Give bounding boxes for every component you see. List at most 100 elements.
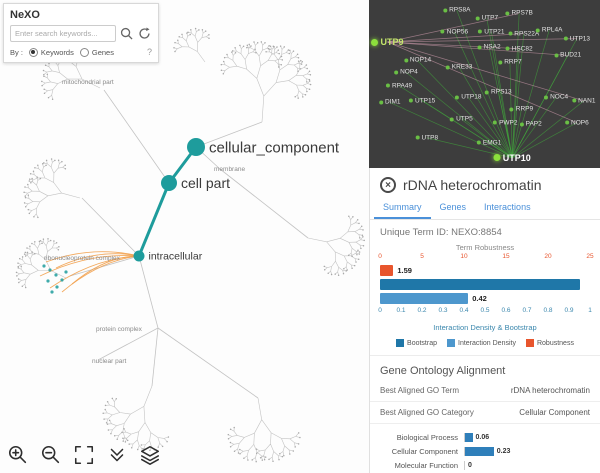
highlighted-leaf[interactable] (64, 270, 68, 274)
radio-keywords-control[interactable] (28, 47, 38, 57)
gene-node-UTP8[interactable]: UTP8 (415, 134, 438, 141)
gene-node-UTP13[interactable]: UTP13 (563, 35, 590, 42)
tree-term-label[interactable]: membrane (214, 166, 245, 173)
gene-node-UTP15[interactable]: UTP15 (409, 97, 435, 104)
highlighted-leaf[interactable] (46, 279, 50, 283)
zoom-out-button[interactable] (39, 443, 63, 467)
gene-node-NOC4[interactable]: NOC4 (544, 94, 568, 101)
gene-dot (565, 120, 570, 125)
gene-dot (535, 28, 540, 33)
gene-node-NOP4[interactable]: NOP4 (394, 69, 418, 76)
gene-node-UTP7[interactable]: UTP7 (475, 15, 498, 22)
search-icon[interactable] (119, 26, 134, 41)
gene-node-UTP21[interactable]: UTP21 (478, 28, 505, 35)
tree-cluster (16, 238, 67, 288)
highlighted-leaf[interactable] (60, 278, 64, 282)
tree-node-label[interactable]: cell part (181, 175, 230, 191)
radio-genes-control[interactable] (79, 47, 89, 57)
tab-summary[interactable]: Summary (374, 197, 431, 219)
gene-dot (509, 107, 514, 112)
highlighted-leaf[interactable] (48, 268, 52, 272)
tree-cluster (103, 385, 169, 451)
gene-node-RPS22A[interactable]: RPS22A (508, 30, 539, 37)
bar-robustness (380, 265, 394, 276)
gene-node-RPS13[interactable]: RPS13 (485, 89, 512, 96)
highlighted-leaf[interactable] (42, 264, 46, 268)
tree-cluster (228, 397, 300, 462)
network-edge (454, 31, 513, 159)
gene-dot (475, 16, 480, 21)
gene-node-RRP7[interactable]: RRP7 (498, 59, 522, 66)
search-card: NeXO By : Keywords Genes (3, 3, 159, 63)
highlighted-leaf[interactable] (54, 273, 58, 277)
tree-cluster (173, 28, 210, 63)
network-edges (387, 9, 585, 159)
help-icon[interactable]: ? (146, 47, 152, 57)
tree-node-cellular_component[interactable] (187, 138, 205, 156)
interaction-edge (45, 251, 140, 263)
gene-dot (508, 31, 513, 36)
legend-interaction-density: Interaction Density (447, 339, 516, 347)
gene-node-BUD21[interactable]: BUD21 (554, 52, 581, 59)
radio-genes[interactable]: Genes (79, 47, 114, 57)
selected-path (137, 145, 198, 258)
gene-dot (572, 98, 577, 103)
gene-node-NOP6[interactable]: NOP6 (565, 119, 589, 126)
radio-keywords[interactable]: Keywords (28, 47, 74, 57)
tree-leaves (23, 158, 67, 219)
tree-term-label[interactable]: protein complex (96, 326, 143, 333)
go-term-value: rDNA heterochromatin (510, 386, 590, 395)
gene-node-NAN1[interactable]: NAN1 (572, 97, 596, 104)
gene-node-NSA2[interactable]: NSA2 (477, 44, 501, 51)
network-edge (389, 102, 513, 159)
zoom-in-button[interactable] (6, 443, 30, 467)
collapse-button[interactable] (105, 443, 129, 467)
tree-node-label[interactable]: intracellular (149, 251, 203, 263)
term-title: rDNA heterochromatin (403, 177, 542, 193)
gene-node-HSC82[interactable]: HSC82 (505, 45, 533, 52)
gene-node-RPS8A[interactable]: RPS8A (443, 7, 470, 14)
tab-interactions[interactable]: Interactions (484, 202, 531, 212)
gene-node-NOP56[interactable]: NOP56 (440, 28, 468, 35)
gene-node-EMG1[interactable]: EMG1 (476, 139, 501, 146)
gene-node-UTP9[interactable]: UTP9 (371, 37, 403, 47)
go-category-row: Best Aligned GO Category Cellular Compon… (370, 402, 600, 424)
gene-node-KRE33[interactable]: KRE33 (445, 64, 472, 71)
tree-term-label[interactable]: ribonucleoprotein complex (44, 255, 121, 262)
detail-header: × rDNA heterochromatin (370, 168, 600, 197)
gene-node-DIM1[interactable]: DIM1 (379, 99, 401, 106)
gene-dot (477, 45, 482, 50)
tree-node-intracellular[interactable] (133, 250, 145, 262)
fit-screen-button[interactable] (72, 443, 96, 467)
gene-node-PWP2[interactable]: PWP2 (493, 119, 517, 126)
search-input[interactable] (10, 25, 116, 42)
reset-refresh-icon[interactable] (137, 26, 152, 41)
tree-edge (219, 168, 309, 239)
gene-node-PAP2[interactable]: PAP2 (519, 121, 542, 128)
tree-node-label[interactable]: cellular_component (209, 139, 340, 156)
gene-node-UTP10[interactable]: UTP10 (493, 153, 531, 163)
gene-node-RPS7B[interactable]: RPS7B (505, 10, 533, 17)
gene-dot (371, 38, 379, 46)
tree-term-label[interactable]: nuclear part (92, 358, 127, 365)
tree-term-label[interactable]: mitochondrial part (62, 79, 114, 86)
gene-node-RRP9[interactable]: RRP9 (509, 106, 533, 113)
layers-button[interactable] (138, 443, 162, 467)
close-icon[interactable]: × (380, 177, 396, 193)
tree-edge (195, 121, 263, 148)
gene-node-UTP5[interactable]: UTP5 (450, 116, 473, 123)
gene-node-NOP14[interactable]: NOP14 (403, 57, 431, 64)
highlighted-leaf[interactable] (55, 285, 59, 289)
highlighted-leaf[interactable] (50, 290, 54, 294)
tab-genes[interactable]: Genes (439, 202, 467, 212)
gene-node-UTP18[interactable]: UTP18 (455, 94, 481, 101)
gene-node-RPA49[interactable]: RPA49 (385, 82, 412, 89)
gene-node-RPL4A[interactable]: RPL4A (535, 27, 562, 34)
tree-node-cell part[interactable] (161, 175, 177, 191)
